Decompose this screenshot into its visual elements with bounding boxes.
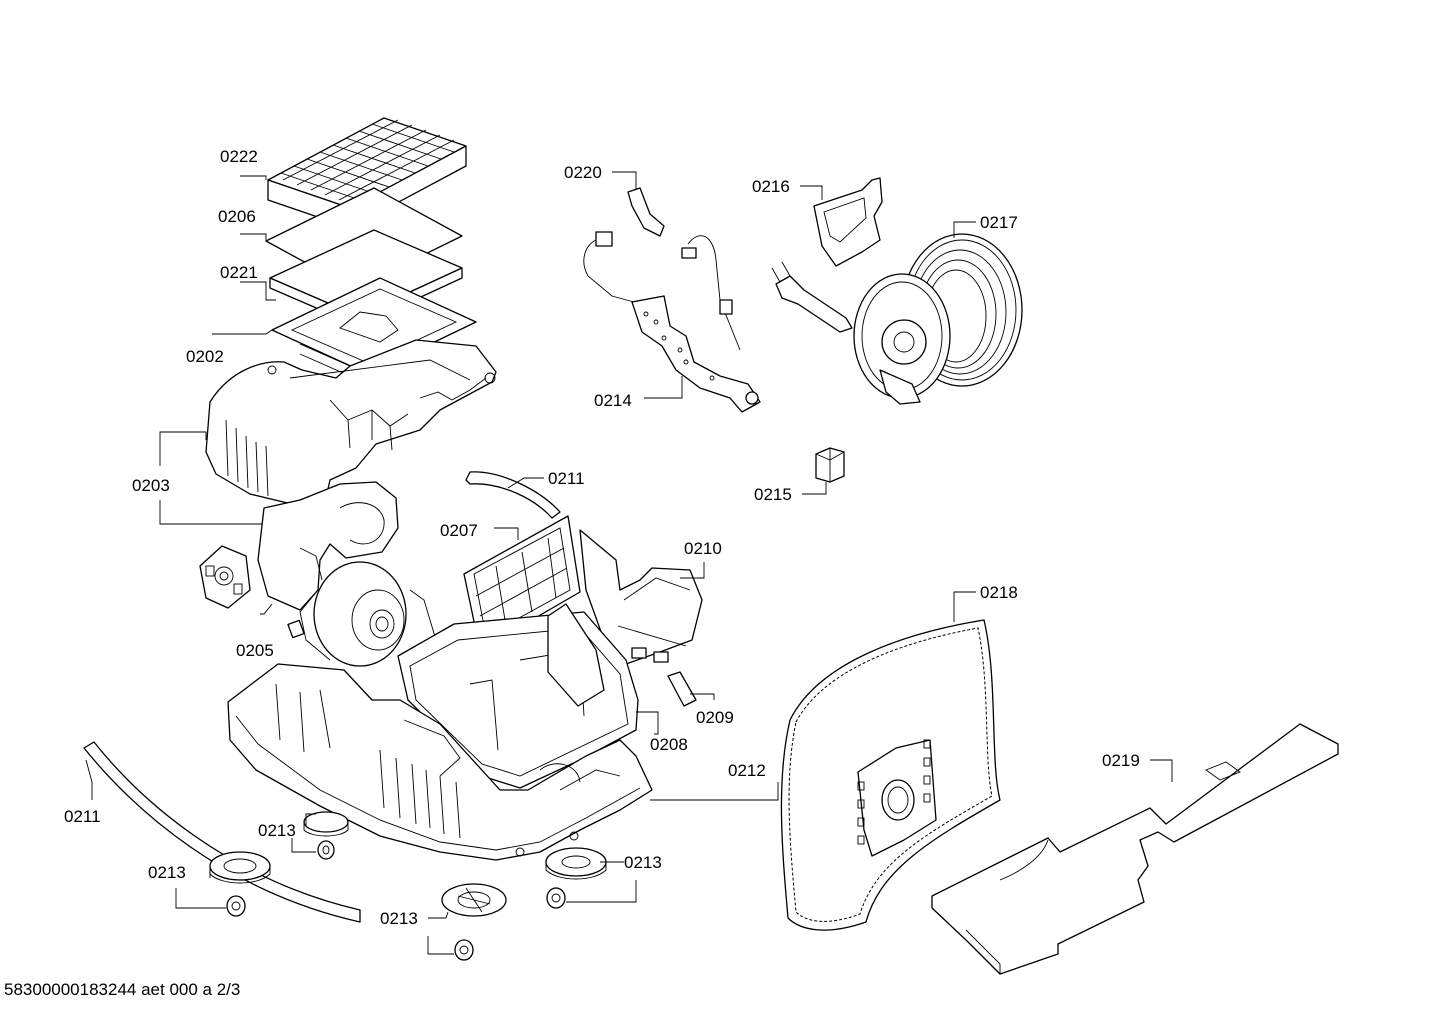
callout-0215: 0215 (754, 485, 792, 504)
leader-lines (85, 171, 1173, 955)
part-seal-strip-top (465, 471, 561, 519)
callout-0213-b: 0213 (148, 863, 186, 882)
part-small-connector-block (199, 545, 251, 609)
callout-0221: 0221 (220, 263, 258, 282)
part-castor-wheel-1 (317, 840, 335, 860)
part-castor-wheel-2 (226, 895, 246, 917)
callout-0203: 0203 (132, 476, 170, 495)
callout-0205: 0205 (236, 641, 274, 660)
part-castor-foot-3 (441, 883, 507, 917)
callout-0219: 0219 (1102, 751, 1140, 770)
part-castor-foot-1 (303, 811, 349, 837)
part-flat-insert-0219 (931, 723, 1339, 975)
callout-0211-top: 0211 (548, 469, 585, 488)
part-castor-foot-4 (545, 847, 607, 880)
callout-0213-d: 0213 (380, 909, 418, 928)
callout-0211-left: 0211 (64, 807, 101, 826)
callout-0202: 0202 (186, 347, 224, 366)
callout-0210: 0210 (684, 539, 722, 558)
part-clip (667, 671, 697, 707)
part-circuit-board (583, 231, 761, 413)
part-switch-0220 (627, 187, 665, 237)
callout-0222: 0222 (220, 147, 258, 166)
part-castor-foot-2 (209, 851, 271, 884)
part-base-housing (227, 663, 653, 861)
part-castor-wheel-4 (546, 887, 566, 909)
callout-0212: 0212 (728, 761, 766, 780)
part-castor-wheel-3 (454, 939, 474, 961)
callout-0213-a: 0213 (258, 821, 296, 840)
part-filter-frame (271, 277, 477, 385)
part-small-switch-0215 (815, 447, 845, 483)
callout-0207: 0207 (440, 521, 478, 540)
drawing-reference-footer: 58300000183244 aet 000 a 2/3 (4, 980, 241, 999)
part-dust-bag (780, 619, 1001, 931)
callout-labels: 0222 0206 0221 0202 0203 0205 0207 0211 … (64, 147, 1140, 928)
bag-collar (857, 739, 937, 857)
part-filter-grid-cover (267, 117, 467, 229)
callout-0216: 0216 (752, 177, 790, 196)
callout-0220: 0220 (564, 163, 602, 182)
part-cable-reel (771, 233, 1023, 405)
callout-0213-c: 0213 (624, 853, 662, 872)
part-housing-upper (205, 339, 497, 507)
callout-0214: 0214 (594, 391, 632, 410)
callout-0218: 0218 (980, 583, 1018, 602)
callout-0208: 0208 (650, 735, 688, 754)
callout-0217: 0217 (980, 213, 1018, 232)
part-motor-housing (257, 481, 399, 611)
part-bumper-strip (83, 741, 361, 923)
part-reel-cover (813, 177, 883, 267)
callout-0206: 0206 (218, 207, 256, 226)
callout-0209: 0209 (696, 708, 734, 727)
